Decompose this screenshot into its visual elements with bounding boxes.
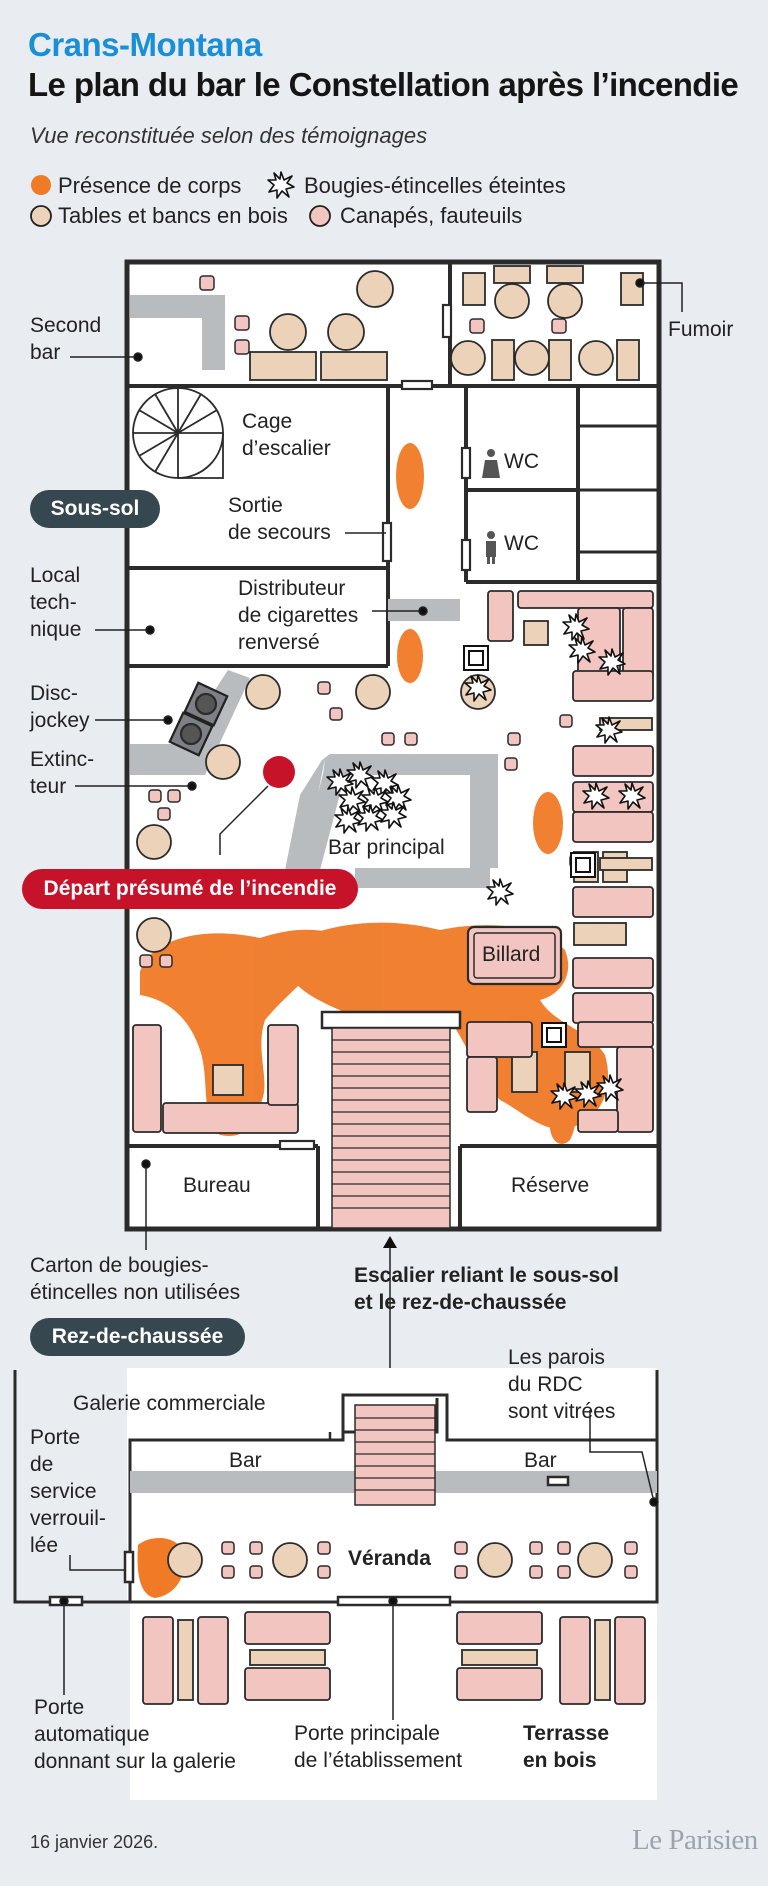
veranda-label: Véranda (348, 1547, 431, 1570)
fumoir-label: Fumoir (668, 318, 734, 341)
footer-date: 16 janvier 2026. (30, 1832, 159, 1852)
legend-bodies-dot (31, 175, 51, 195)
legend-sparkler-icon (267, 171, 295, 199)
sortie-secours-label: Sortie de secours (228, 494, 331, 544)
page-title: Le plan du bar le Constellation après l’… (28, 66, 739, 103)
second-bar-label: Second bar (30, 314, 102, 364)
fire-origin-badge: Départ présumé de l’incendie (22, 869, 358, 909)
bar-principal-label: Bar principal (328, 836, 445, 859)
legend-tables-dot (30, 205, 52, 227)
terrasse-label: Terrasse en bois (523, 1722, 610, 1772)
kicker: Crans-Montana (28, 26, 262, 63)
sous-sol-badge: Sous-sol (30, 490, 160, 528)
subtitle: Vue reconstituée selon des témoignages (30, 123, 428, 148)
fire-start-marker (263, 756, 295, 788)
wc-label-1: WC (504, 450, 539, 473)
billard-label: Billard (482, 943, 541, 966)
disc-jockey-label: Disc- jockey (30, 682, 90, 732)
cage-escalier-label: Cage d’escalier (242, 410, 331, 460)
spiral-staircase (132, 387, 224, 479)
extincteur-label: Extinc- teur (30, 748, 95, 798)
bar-right-label: Bar (524, 1449, 557, 1472)
legend-bodies-label: Présence de corps (58, 173, 242, 198)
bureau-label: Bureau (183, 1174, 251, 1197)
bar-left-label: Bar (229, 1449, 262, 1472)
legend-tables-label: Tables et bancs en bois (58, 203, 288, 228)
carton-label: Carton de bougies- étincelles non utilis… (30, 1254, 241, 1304)
legend-sofas-label: Canapés, fauteuils (340, 203, 523, 228)
distributeur-label: Distributeur de cigarettes renversé (238, 577, 359, 654)
basement-furniture (132, 265, 654, 1134)
dj-booth (130, 670, 250, 775)
reserve-label: Réserve (511, 1174, 590, 1197)
porte-principale-label: Porte principale de l’établissement (294, 1722, 463, 1772)
legend-sofas-dot (309, 205, 331, 227)
porte-auto-label: Porte automatique donnant sur la galerie (34, 1696, 236, 1773)
wc-label-2: WC (504, 532, 539, 555)
rez-de-chaussee-badge: Rez-de-chaussée (30, 1318, 245, 1356)
le-parisien-logo: Le Parisien (632, 1824, 758, 1856)
parois-label: Les parois du RDC sont vitrées (508, 1346, 616, 1423)
galerie-label: Galerie commerciale (73, 1392, 266, 1415)
ground-floor-furniture (142, 1541, 646, 1705)
central-staircase (320, 1010, 462, 1229)
escalier-reliant-label: Escalier reliant le sous-sol et le rez-d… (354, 1264, 619, 1314)
porte-service-label: Porte de service verrouil- lée (30, 1426, 106, 1557)
legend-sparklers-label: Bougies-étincelles éteintes (304, 173, 566, 198)
wc-person-icons (482, 449, 500, 564)
local-technique-label: Local tech- nique (30, 564, 82, 641)
leader-lines (70, 278, 683, 1392)
